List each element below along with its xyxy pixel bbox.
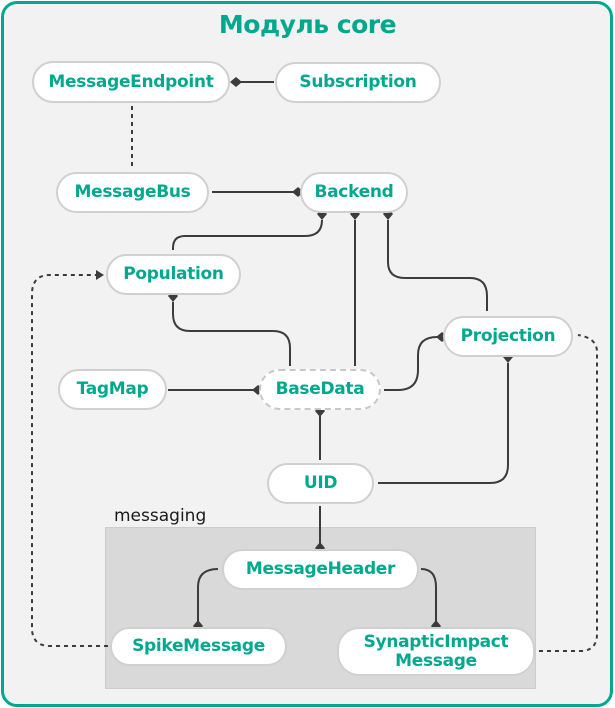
- edge-synaptic-projection-dotted: [539, 334, 598, 652]
- diamond-endpoint: [230, 77, 242, 87]
- arrowhead-icon: [96, 270, 104, 280]
- edge-projection-backend: [387, 220, 488, 311]
- node-projection[interactable]: Projection: [443, 316, 573, 357]
- edge-header-spike: [197, 568, 219, 621]
- edge-header-synaptic: [420, 568, 437, 621]
- edge-basedata-projection: [384, 336, 438, 391]
- edge-uid-projection: [378, 363, 509, 484]
- node-message-bus[interactable]: MessageBus: [56, 172, 209, 213]
- node-spike-message[interactable]: SpikeMessage: [110, 627, 287, 666]
- diagram-title: Модуль core: [218, 10, 397, 39]
- node-backend[interactable]: Backend: [300, 172, 408, 213]
- edge-population-backend: [172, 219, 323, 250]
- node-population[interactable]: Population: [106, 254, 241, 295]
- node-uid[interactable]: UID: [267, 463, 374, 504]
- node-base-data[interactable]: BaseData: [259, 369, 381, 410]
- edge-spike-population-dotted: [31, 274, 108, 647]
- node-message-header[interactable]: MessageHeader: [222, 549, 419, 590]
- node-synaptic-impact-message[interactable]: SynapticImpact Message: [337, 627, 535, 676]
- node-subscription[interactable]: Subscription: [275, 62, 441, 103]
- node-message-endpoint[interactable]: MessageEndpoint: [32, 61, 230, 103]
- messaging-package-label: messaging: [114, 506, 207, 526]
- node-tag-map[interactable]: TagMap: [58, 369, 167, 410]
- edge-basedata-population: [172, 302, 291, 366]
